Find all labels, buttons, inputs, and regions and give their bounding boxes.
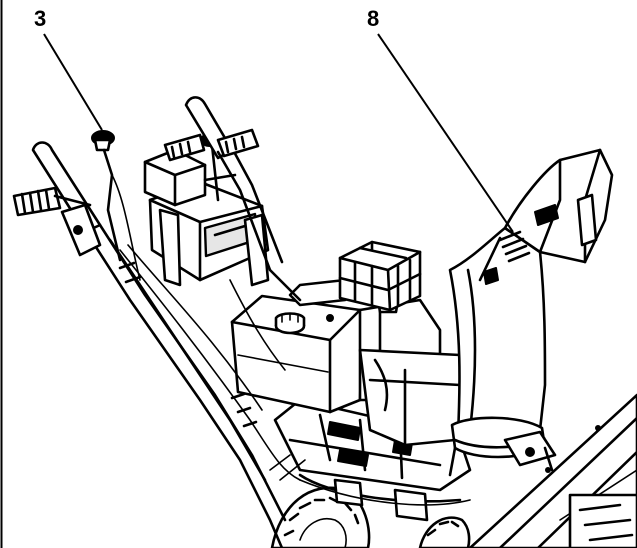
handle-left: [12, 141, 287, 548]
callout-label-8: 8: [367, 6, 380, 31]
tire-right: [418, 516, 471, 548]
control-panel: [148, 180, 270, 287]
air-filter-cage: [338, 240, 422, 312]
callout-3-leader: [43, 33, 103, 131]
handle-right: [163, 96, 302, 302]
control-cables: [118, 244, 471, 506]
callout-label-3: 3: [34, 6, 47, 31]
choke-knob: [91, 130, 141, 281]
discharge-chute: [448, 148, 614, 477]
fuel-cap: [274, 312, 306, 335]
frame: [269, 398, 472, 522]
callout-8-leader: [377, 33, 514, 233]
auger-housing: [468, 393, 637, 548]
